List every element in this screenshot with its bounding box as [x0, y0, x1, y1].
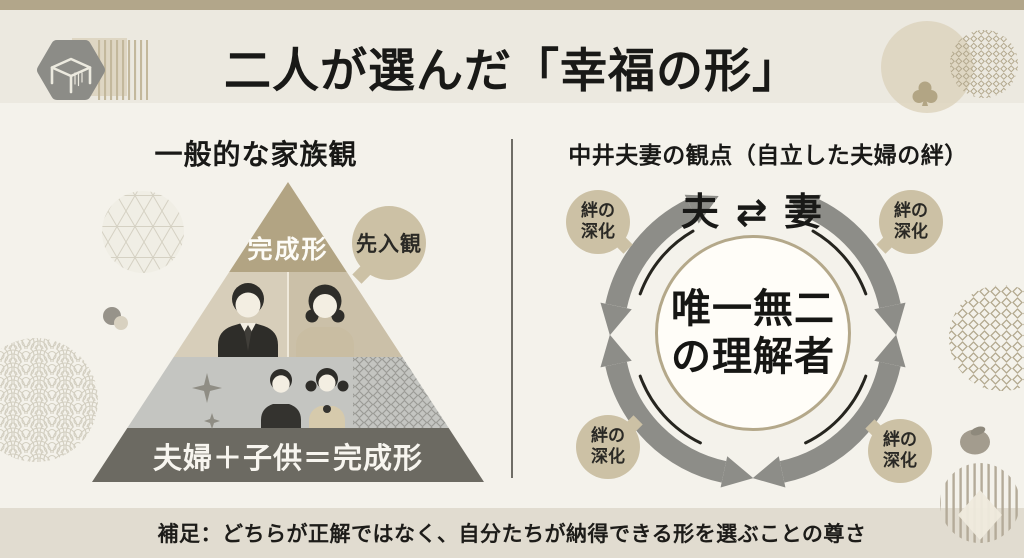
- bond-bubble-lower-right: 絆の 深化: [865, 419, 932, 483]
- kanoko-pattern-circle: [950, 30, 1018, 98]
- bond-label: 深化: [894, 222, 928, 241]
- logo-hexagon-table-icon: [37, 40, 105, 100]
- family-pyramid: 完成形: [92, 182, 484, 482]
- left-decorations: [0, 191, 184, 462]
- bond-cycle-arrows: [600, 194, 906, 488]
- header: 二人が選んだ「幸福の形」: [0, 10, 1024, 113]
- cycle-arc-lower-left: [605, 361, 727, 483]
- right-panel-heading: 中井夫妻の観点（自立した夫婦の絆）: [568, 142, 968, 168]
- footer-note: 補足：どちらが正解ではなく、自分たちが納得できる形を選ぶことの尊さ: [157, 523, 867, 546]
- diamond-decoration: [958, 490, 1002, 540]
- bond-label: 絆の: [894, 201, 928, 221]
- bond-bubble-lower-left: 絆の 深化: [576, 415, 643, 479]
- cycle-arc-lower-right: [779, 361, 901, 483]
- center-line1: 唯一無二: [671, 287, 835, 331]
- boy-icon: [261, 369, 301, 428]
- top-accent-bar: [0, 0, 1024, 10]
- cycle-arc-upper-right: [809, 199, 901, 309]
- left-panel-heading: 一般的な家族観: [154, 139, 358, 170]
- cycle-inner-lines: [638, 229, 868, 445]
- bond-label: 絆の: [883, 430, 917, 450]
- bond-label: 絆の: [581, 201, 615, 221]
- diamond-pattern-circle: [949, 285, 1024, 391]
- pyramid-level-base: [92, 428, 484, 482]
- husband-wife-exchange-label: 夫 ⇄ 妻: [681, 192, 825, 234]
- bond-label: 絆の: [591, 426, 625, 446]
- circle-decoration: [881, 21, 973, 113]
- pyramid-base-label: 夫婦＋子供＝完成形: [153, 441, 423, 475]
- panel-divider: [511, 139, 513, 478]
- dot-decoration: [114, 316, 128, 330]
- pyramid-top-label: 完成形: [247, 235, 328, 264]
- man-icon: [218, 283, 278, 357]
- mutual-understanding-circle: 唯一無二 の理解者: [655, 235, 851, 431]
- preconception-bubble: 先入観: [352, 206, 426, 284]
- preconception-label: 先入観: [356, 233, 422, 256]
- bond-label: 深化: [591, 447, 625, 466]
- stripe-pattern-circle: [940, 463, 1020, 543]
- header-right-decoration: [881, 21, 1018, 113]
- footer: 補足：どちらが正解ではなく、自分たちが納得できる形を選ぶことの尊さ: [0, 508, 1024, 558]
- bond-bubble-upper-left: 絆の 深化: [566, 190, 633, 254]
- pyramid-level-top: [229, 182, 347, 272]
- yuzu-icon: [960, 426, 990, 455]
- cycle-arc-upper-left: [605, 199, 697, 309]
- clover-icon: [912, 81, 938, 106]
- stripes-decoration: [98, 40, 148, 100]
- header-left-decoration: [37, 38, 148, 100]
- hatch-pattern-region: [353, 357, 449, 428]
- bond-label: 深化: [883, 451, 917, 470]
- center-line2: の理解者: [671, 335, 835, 379]
- cycle-arrowheads: [600, 194, 906, 488]
- right-decorations: [949, 285, 1024, 455]
- seigaiha-pattern-circle: [0, 338, 98, 462]
- woman-icon: [296, 284, 354, 357]
- bond-label: 深化: [581, 222, 615, 241]
- sparkle-icon: [192, 373, 222, 429]
- bond-bubble-upper-right: 絆の 深化: [876, 190, 943, 254]
- slide-title: 二人が選んだ「幸福の形」: [224, 46, 800, 98]
- asanoha-pattern: [102, 191, 184, 273]
- girl-icon: [305, 368, 349, 428]
